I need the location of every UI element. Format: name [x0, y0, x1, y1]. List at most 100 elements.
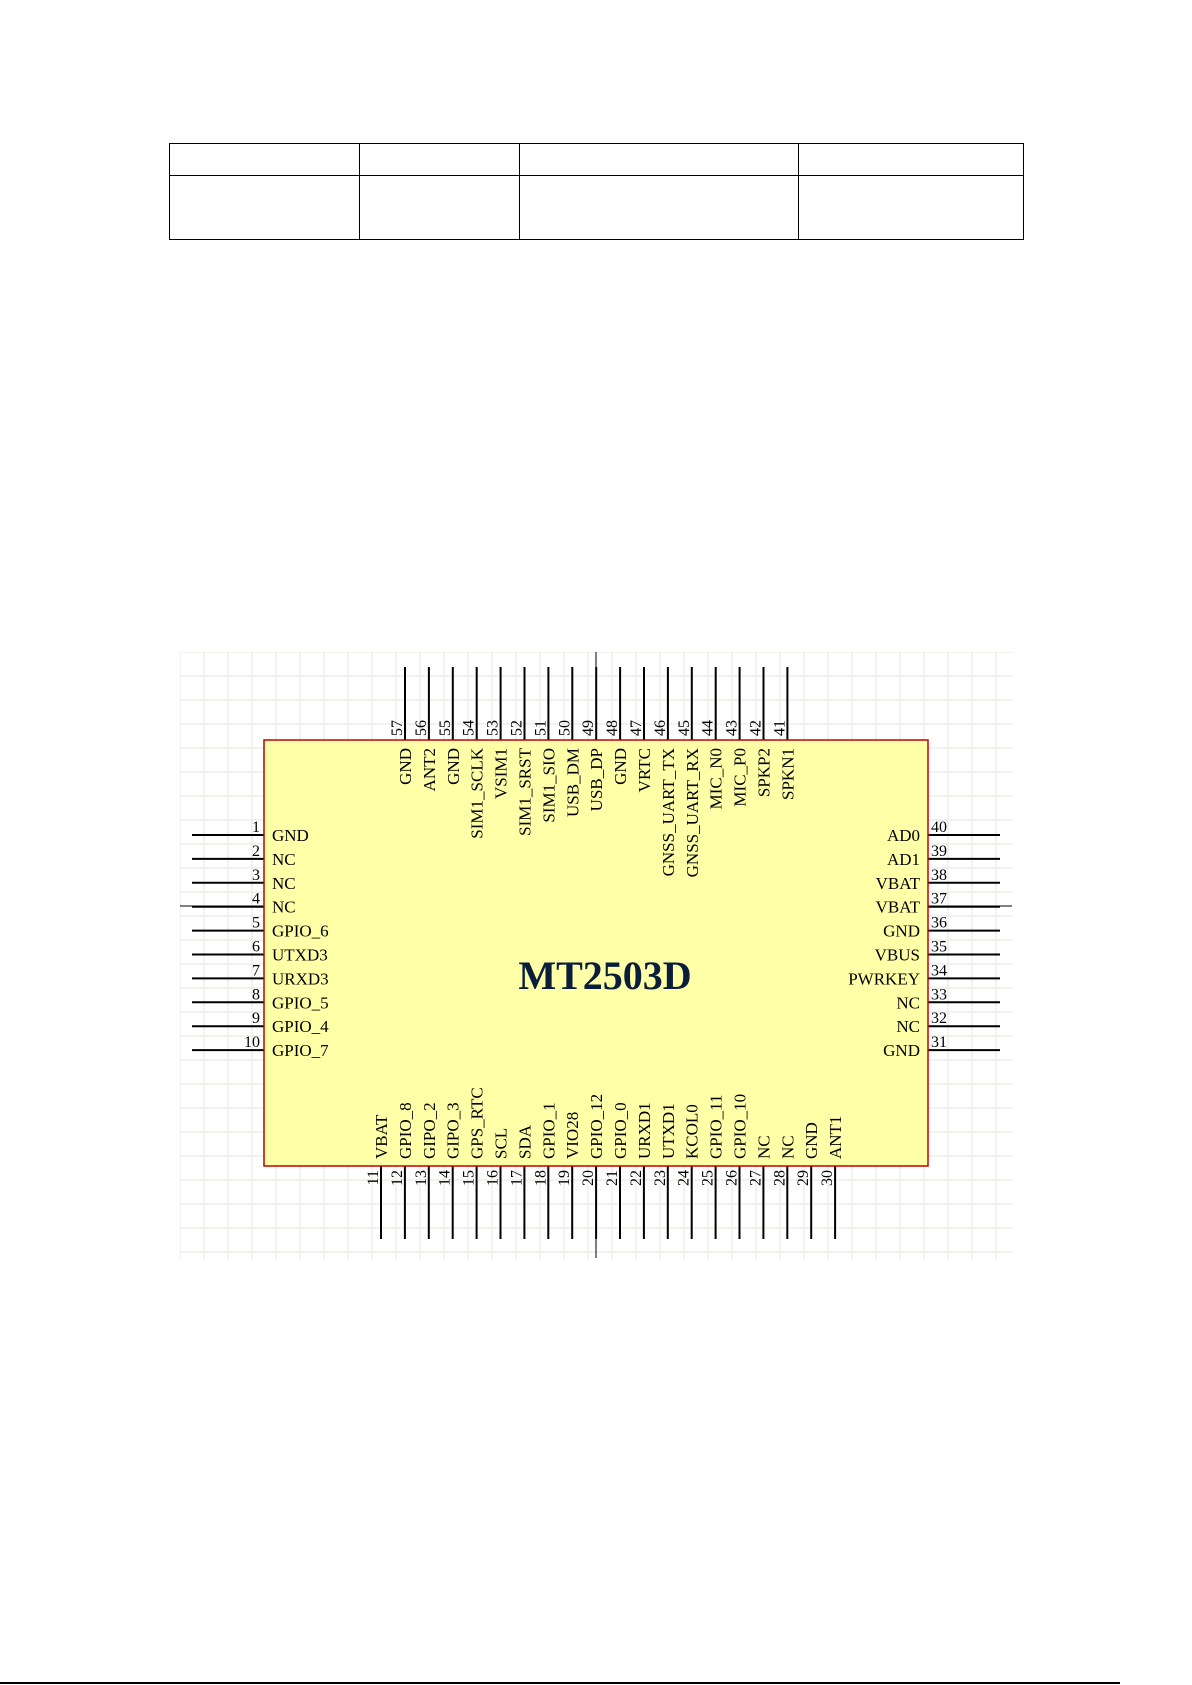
pin-name-left: GPIO_7 [272, 1041, 329, 1060]
pin-name-right: PWRKEY [848, 969, 920, 988]
pin-name-bottom: GPIO_8 [396, 1102, 415, 1159]
pin-number-top: 51 [532, 720, 549, 736]
pin-number-bottom: 22 [628, 1170, 645, 1186]
pin-name-top: SIM1_SIO [539, 748, 558, 823]
pin-name-bottom: URXD1 [635, 1102, 654, 1159]
pin-number-top: 43 [724, 720, 741, 736]
pin-name-top: GND [444, 748, 463, 785]
pin-name-bottom: GPIO_10 [731, 1094, 750, 1159]
pin-name-top: USB_DM [563, 748, 582, 817]
pin-name-top: GNSS_UART_RX [683, 748, 702, 877]
pin-number-left: 6 [252, 939, 260, 956]
pin-name-bottom: GPS_RTC [468, 1087, 487, 1159]
pin-name-right: VBAT [876, 898, 921, 917]
pin-number-bottom: 23 [652, 1170, 669, 1186]
pin-name-bottom: GPIO_12 [587, 1094, 606, 1159]
pin-number-bottom: 24 [676, 1170, 693, 1186]
pin-lines [192, 667, 1000, 1239]
pin-number-bottom: 11 [365, 1170, 382, 1185]
pin-number-right: 33 [931, 986, 947, 1003]
pin-number-top: 54 [461, 720, 478, 736]
pin-number-right: 34 [931, 962, 947, 979]
pin-name-bottom: VBAT [372, 1114, 391, 1159]
pin-name-left: GPIO_5 [272, 993, 329, 1012]
pin-number-bottom: 27 [747, 1170, 764, 1186]
chip-body [263, 739, 929, 1167]
table-cell [798, 175, 1024, 240]
table-cell [169, 175, 360, 240]
pin-name-right: VBUS [875, 946, 920, 965]
pin-name-bottom: UTXD1 [659, 1103, 678, 1159]
pin-number-bottom: 18 [532, 1170, 549, 1186]
pin-number-right: 40 [931, 819, 947, 836]
pin-name-top: GNSS_UART_TX [659, 748, 678, 876]
pin-name-top: VSIM1 [492, 748, 511, 799]
pin-name-bottom: GPIO_0 [611, 1102, 630, 1159]
pin-number-left: 2 [252, 843, 260, 860]
pin-name-left: NC [272, 874, 296, 893]
pin-name-left: NC [272, 850, 296, 869]
pin-number-top: 53 [485, 720, 502, 736]
pin-number-bottom: 29 [795, 1170, 812, 1186]
table-row [169, 143, 1024, 176]
table-cell [359, 175, 520, 240]
pin-number-top: 47 [628, 720, 645, 736]
pin-name-left: URXD3 [272, 969, 329, 988]
pin-number-bottom: 30 [819, 1170, 836, 1186]
pin-number-right: 35 [931, 939, 947, 956]
pin-name-bottom: KCOL0 [683, 1104, 702, 1159]
pin-name-bottom: NC [754, 1135, 773, 1159]
pin-number-top: 41 [771, 720, 788, 736]
pin-number-left: 7 [252, 962, 260, 979]
pin-number-left: 8 [252, 986, 260, 1003]
pin-name-top: SIM1_SRST [516, 747, 535, 835]
table-cell [519, 175, 799, 240]
pin-name-bottom: VIO28 [563, 1112, 582, 1159]
pin-name-bottom: GIPO_3 [444, 1102, 463, 1159]
pin-name-right: AD1 [887, 850, 920, 869]
table-cell [798, 143, 1024, 176]
pin-name-left: GND [272, 826, 309, 845]
pin-name-bottom: GND [802, 1122, 821, 1159]
pin-name-top: SPKN1 [778, 748, 797, 800]
pin-number-right: 38 [931, 867, 947, 884]
pin-number-top: 52 [509, 720, 526, 736]
pin-name-bottom: NC [778, 1135, 797, 1159]
pin-number-left: 10 [244, 1034, 260, 1051]
pin-name-top: MIC_P0 [731, 748, 750, 807]
pin-number-bottom: 19 [556, 1170, 573, 1186]
pin-number-top: 50 [556, 720, 573, 736]
pin-number-bottom: 13 [413, 1170, 430, 1186]
pin-number-left: 3 [252, 867, 260, 884]
pin-number-top: 56 [413, 720, 430, 736]
pin-name-bottom: GPIO_1 [539, 1102, 558, 1159]
pin-name-left: GPIO_6 [272, 922, 329, 941]
pin-name-top: SIM1_SCLK [468, 747, 487, 838]
pin-number-bottom: 26 [724, 1170, 741, 1186]
pin-name-left: GPIO_4 [272, 1017, 329, 1036]
pin-number-bottom: 17 [508, 1170, 525, 1186]
header-table [169, 143, 1024, 240]
pin-number-bottom: 14 [437, 1170, 454, 1186]
pin-number-right: 36 [931, 915, 947, 932]
pin-name-right: GND [883, 1041, 920, 1060]
chip-title: MT2503D [518, 953, 691, 998]
pin-name-top: SPKP2 [755, 748, 774, 797]
pin-name-left: UTXD3 [272, 946, 328, 965]
pin-name-bottom: GIPO_2 [420, 1102, 439, 1159]
pin-name-top: USB_DP [587, 748, 606, 811]
pin-number-bottom: 28 [771, 1170, 788, 1186]
pin-number-left: 5 [252, 915, 260, 932]
pin-number-left: 9 [252, 1010, 260, 1027]
pin-name-right: NC [896, 993, 920, 1012]
pin-name-right: AD0 [887, 826, 920, 845]
pin-number-top: 49 [580, 720, 597, 736]
pin-name-top: GND [611, 748, 630, 785]
pin-number-right: 31 [931, 1034, 947, 1051]
pin-number-top: 55 [437, 720, 454, 736]
footer-rule [0, 1682, 1120, 1684]
pin-number-left: 1 [252, 819, 260, 836]
pin-name-bottom: GPIO_11 [707, 1094, 726, 1159]
